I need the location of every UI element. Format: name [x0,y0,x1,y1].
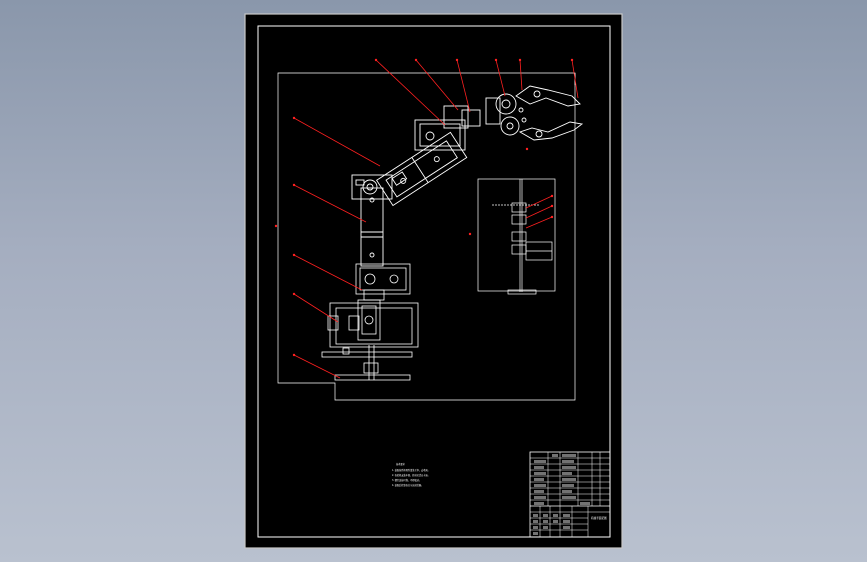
note-line: 2. 各舵机安装牢固，转动灵活无卡滞。 [392,473,430,477]
note-line: 4. 装配后检查各关节运动范围。 [392,483,423,487]
forearm-link [375,131,468,207]
side-view [477,178,556,295]
elbow-servo [351,174,393,200]
note-line: 3. 螺钉连接可靠，不得松动。 [392,478,421,482]
part-leader-lines [293,59,579,379]
gripper [485,85,584,141]
lower-servo [355,263,411,301]
leader-dots [274,58,574,357]
title-block-fill [533,454,590,535]
drawing-name: 机械手装配图 [591,516,607,520]
notes-title: 技术要求 [396,462,406,466]
note-line: 1. 装配前所有零件清洗干净，去毛刺。 [392,468,430,472]
title-block [529,451,611,538]
upper-arm-link [360,187,384,267]
technical-notes: 技术要求 1. 装配前所有零件清洗干净，去毛刺。 2. 各舵机安装牢固，转动灵活… [392,462,430,487]
drawing-frame [257,25,611,538]
